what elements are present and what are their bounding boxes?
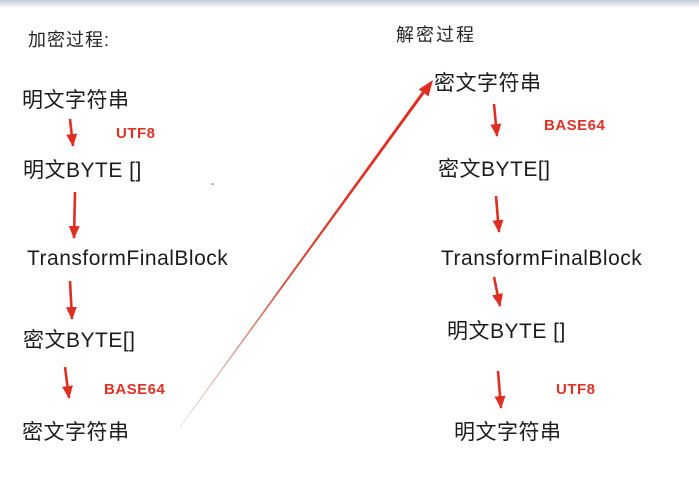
enc-arrow-utf8-icon [66,118,78,147]
dec-arrow-base64-icon [490,103,502,137]
dec-label-utf8: UTF8 [556,381,596,398]
dec-arrow-utf8-icon [494,370,506,409]
enc-arrow-base64-icon [62,366,73,399]
dec-arrow-to-plainbytes-icon [492,276,503,307]
enc-step-cipher-string: 密文字符串 [22,421,130,444]
enc-arrow-to-cipherbytes-icon [65,280,77,320]
dec-step-plaintext-string: 明文字符串 [454,421,562,444]
enc-label-base64: BASE64 [104,381,166,398]
enc-label-utf8: UTF8 [116,125,156,142]
window-top-strip [0,0,699,8]
enc-arrow-to-transform-icon [68,191,80,239]
dec-step-cipher-bytes: 密文BYTE[] [438,158,551,181]
enc-step-plaintext-string: 明文字符串 [22,89,130,112]
enc-step-plaintext-bytes: 明文BYTE [] [23,159,142,182]
dec-step-plaintext-bytes: 明文BYTE [] [447,320,566,343]
dec-arrow-to-transform-icon [492,195,504,233]
dec-step-transformfinalblock: TransformFinalBlock [441,247,643,270]
enc-step-cipher-bytes: 密文BYTE[] [23,329,136,352]
encryption-title: 加密过程: [28,30,111,50]
dec-label-base64: BASE64 [544,117,606,134]
dust-speck [211,183,214,185]
decryption-title: 解密过程 [396,25,476,45]
cross-process-connector-arrowhead-icon [418,80,433,97]
dec-step-cipher-string: 密文字符串 [434,72,542,95]
enc-step-transformfinalblock: TransformFinalBlock [27,247,229,270]
